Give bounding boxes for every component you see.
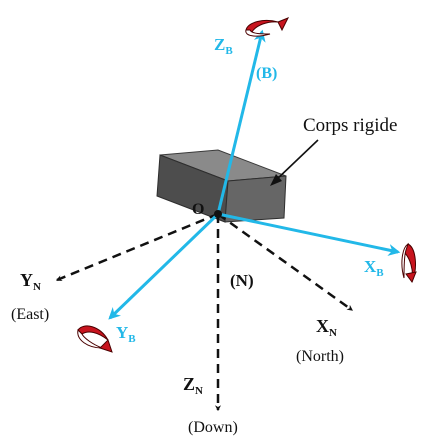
origin-label: O [192,201,204,218]
y-body-axis [108,212,220,320]
x-ned-direction: (North) [296,348,344,365]
z-body-axis [216,29,266,215]
y-ned-direction: (East) [11,306,49,323]
rigid-body-label: Corps rigide [303,115,397,136]
z-body-label: ZB [214,35,233,57]
y-ned-axis [55,212,219,282]
x-ned-axis [217,212,353,312]
x-body-axis [217,212,401,256]
rotation-arrow-icon [245,17,290,37]
ned-frame-label: (N) [230,271,254,290]
x-body-label: XB [364,257,384,279]
rotation-arrow-icon [401,242,417,284]
z-ned-direction: (Down) [188,419,238,436]
rotation-arrow-icon [77,325,113,353]
origin-point [214,210,222,218]
y-body-label: YB [116,323,136,345]
body-frame-label: (B) [256,65,277,82]
rigid-body-pointer [270,139,319,186]
z-ned-label: ZN [183,374,203,397]
y-ned-label: YN [20,270,41,293]
rigid-body-box [156,149,287,223]
x-ned-label: XN [316,316,337,339]
